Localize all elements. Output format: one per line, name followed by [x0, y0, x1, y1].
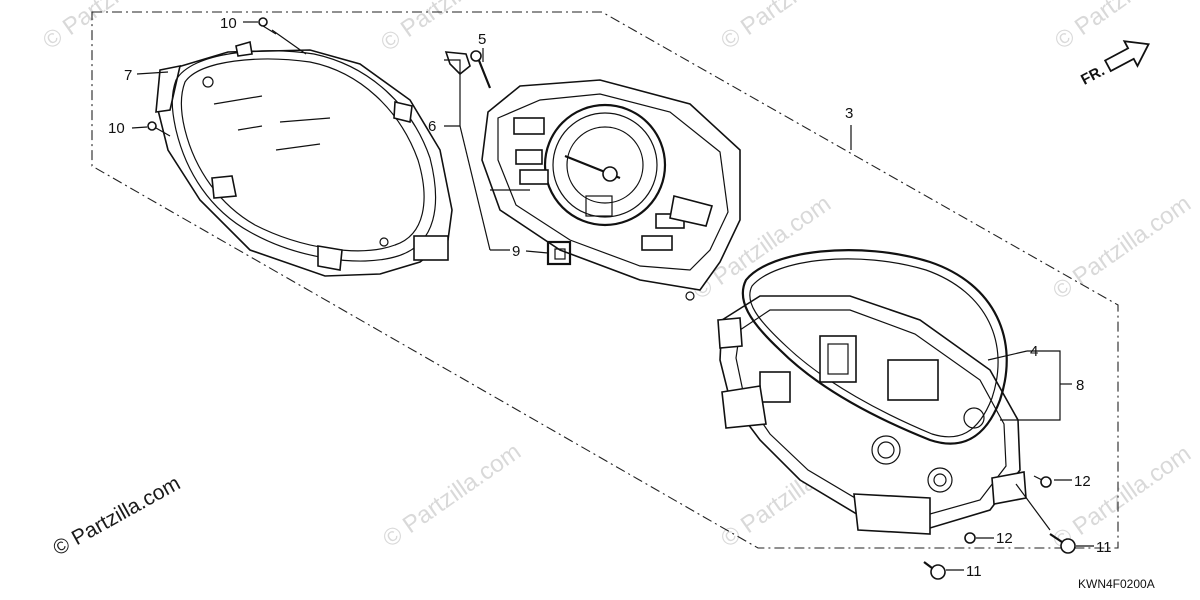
screw-10-left — [147, 121, 171, 137]
callout-7: 7 — [124, 67, 132, 84]
clip-part — [444, 51, 471, 76]
callout-9: 9 — [512, 243, 520, 260]
callout-4: 4 — [1030, 343, 1038, 360]
screw-11-bottom — [923, 561, 946, 580]
watermark: © Partzilla.com — [378, 438, 526, 553]
front-arrow: FR. — [1078, 40, 1150, 89]
callout-10-left: 10 — [108, 120, 125, 137]
watermark: © Partzilla.com — [1048, 190, 1196, 305]
arrow-icon — [1103, 40, 1150, 73]
watermark: © Partzilla.com — [38, 0, 186, 55]
callout-6: 6 — [428, 118, 436, 135]
watermark: © Partzilla.com — [716, 0, 864, 55]
meter-face-panel — [481, 79, 741, 301]
callouts: 10 7 10 5 6 3 9 4 8 12 12 11 11 — [108, 15, 1112, 580]
assembly-outline — [91, 11, 1119, 549]
watermark: © Partzilla.com — [1048, 440, 1196, 555]
callout-12-upper: 12 — [1074, 473, 1091, 490]
screw-10-top — [258, 17, 277, 35]
screw-part — [470, 50, 492, 89]
callout-5: 5 — [478, 31, 486, 48]
meter-case — [717, 249, 1027, 535]
watermark: © Partzilla.com — [1050, 0, 1198, 55]
main-watermark: © Partzilla.com — [49, 472, 184, 561]
leader-lines — [131, 21, 1094, 571]
screw-11-right — [1049, 533, 1076, 554]
callout-10-top: 10 — [220, 15, 237, 32]
diagram-code: KWN4F0200A — [1078, 577, 1155, 591]
watermark: © Partzilla.com — [376, 0, 524, 57]
callout-8: 8 — [1076, 377, 1084, 394]
screw-12-upper — [1033, 475, 1052, 488]
callout-11-right: 11 — [1096, 539, 1112, 556]
callout-12-lower: 12 — [996, 530, 1013, 547]
screw-12-lower — [964, 532, 976, 544]
meter-lens-cover — [155, 40, 453, 277]
callout-11-bottom: 11 — [966, 563, 982, 580]
front-direction-label: FR. — [1078, 62, 1107, 88]
callout-3: 3 — [845, 105, 853, 122]
